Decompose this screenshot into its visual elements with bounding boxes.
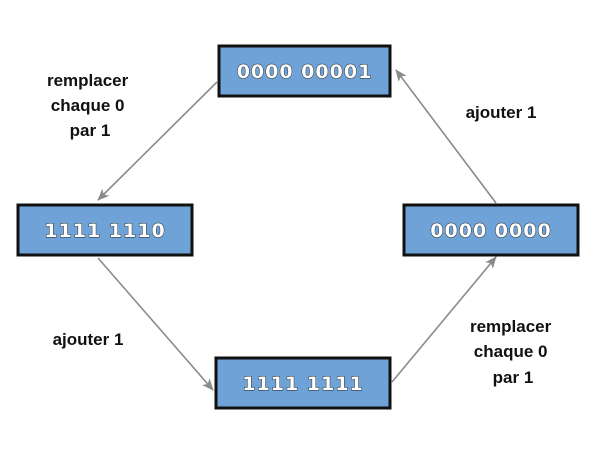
node-top: 0000 00001 <box>217 44 392 98</box>
arrow-top-to-left <box>97 81 218 201</box>
arrow-bottom-to-right <box>391 256 497 383</box>
label-left-to-bottom: ajouter 1 <box>53 330 124 349</box>
label-right-to-top: ajouter 1 <box>466 103 537 122</box>
node-bottom: 1111 1111 <box>214 356 392 410</box>
node-right: 0000 0000 <box>402 203 580 257</box>
node-left-label: 1111 1110 <box>44 220 165 242</box>
label-top-to-left: remplacer chaque 0 par 1 <box>47 71 133 140</box>
node-left: 1111 1110 <box>16 203 194 257</box>
node-bottom-label: 1111 1111 <box>242 373 363 395</box>
label-bottom-to-right: remplacer chaque 0 par 1 <box>470 317 556 387</box>
arrow-right-to-top <box>395 69 497 204</box>
node-top-label: 0000 00001 <box>237 61 373 83</box>
node-right-label: 0000 0000 <box>430 220 551 242</box>
arrow-left-to-bottom <box>97 257 214 391</box>
